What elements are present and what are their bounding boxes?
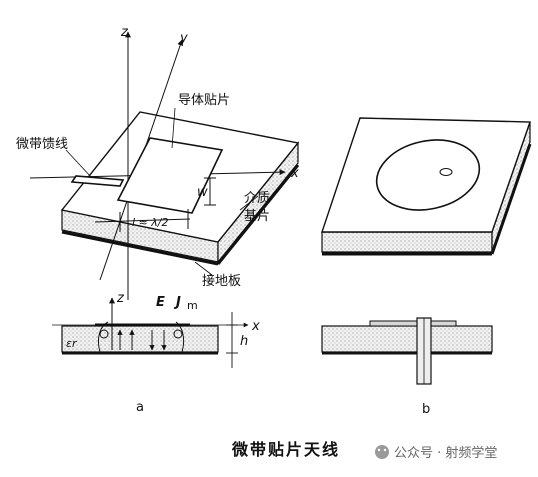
b-section-substrate — [321, 325, 493, 353]
magnetic-current-right — [173, 329, 183, 339]
section-x-label: x — [251, 319, 260, 334]
dielectric-label-2: 基片 — [244, 209, 270, 224]
leader-patch — [171, 107, 176, 149]
figure-a-sublabel: a — [136, 400, 144, 415]
e-field-label: E — [156, 295, 165, 310]
b-feed-point — [439, 168, 453, 176]
figure-b-cross-section: b — [321, 317, 493, 417]
length-dimension-line — [94, 218, 191, 223]
magnetic-current-left — [99, 329, 109, 339]
b-section-patch — [369, 320, 457, 327]
length-label: l ≈ λ/2 — [132, 216, 168, 229]
section-z-label: z — [116, 291, 125, 306]
figure-a-cross-section: z E J m εr h x a — [52, 291, 260, 415]
ground-plane-label: 接地板 — [202, 273, 241, 289]
ground-plane-edge — [61, 230, 219, 266]
figure-b-sublabel: b — [422, 402, 430, 417]
microstrip-feed-line — [70, 175, 125, 187]
figure-caption: 微带贴片天线 — [231, 440, 340, 459]
j-label: J — [173, 295, 181, 310]
watermark-text: 公众号 · 射频学堂 — [394, 445, 497, 461]
wechat-icon — [375, 445, 389, 459]
conductor-patch-label: 导体贴片 — [178, 93, 230, 108]
dielectric-label-1: 介质 — [244, 191, 270, 206]
z-axis-label: z — [120, 25, 129, 40]
wechat-icon-eye-right — [383, 448, 387, 452]
b-ground-plane-edge-right — [490, 143, 532, 255]
w-label: w — [197, 185, 208, 200]
fringing-field-right — [175, 321, 185, 353]
epsilon-r-label: εr — [66, 337, 78, 350]
wechat-icon-eye-left — [377, 448, 381, 452]
leader-dielectric — [239, 195, 259, 211]
watermark: 公众号 · 射频学堂 — [375, 445, 497, 461]
circular-patch — [375, 139, 481, 211]
x-axis-label: x — [290, 166, 299, 181]
ground-plane-edge-right — [216, 164, 300, 265]
fringing-field-left — [97, 321, 109, 353]
b-substrate-front-face — [321, 231, 493, 253]
leader-ground — [194, 261, 213, 276]
figure-a-3d-view: z y x 导体贴片 微带馈线 w 介质 基片 l ≈ λ/2 接地板 — [16, 25, 300, 300]
leader-feed — [65, 149, 93, 179]
j-subscript: m — [187, 299, 198, 312]
microstrip-feed-label: 微带馈线 — [16, 137, 68, 152]
y-axis-label: y — [179, 31, 188, 46]
h-label: h — [240, 334, 248, 349]
figure-b-3d-view — [321, 117, 532, 256]
conductor-patch — [116, 137, 224, 214]
section-substrate — [61, 325, 219, 353]
